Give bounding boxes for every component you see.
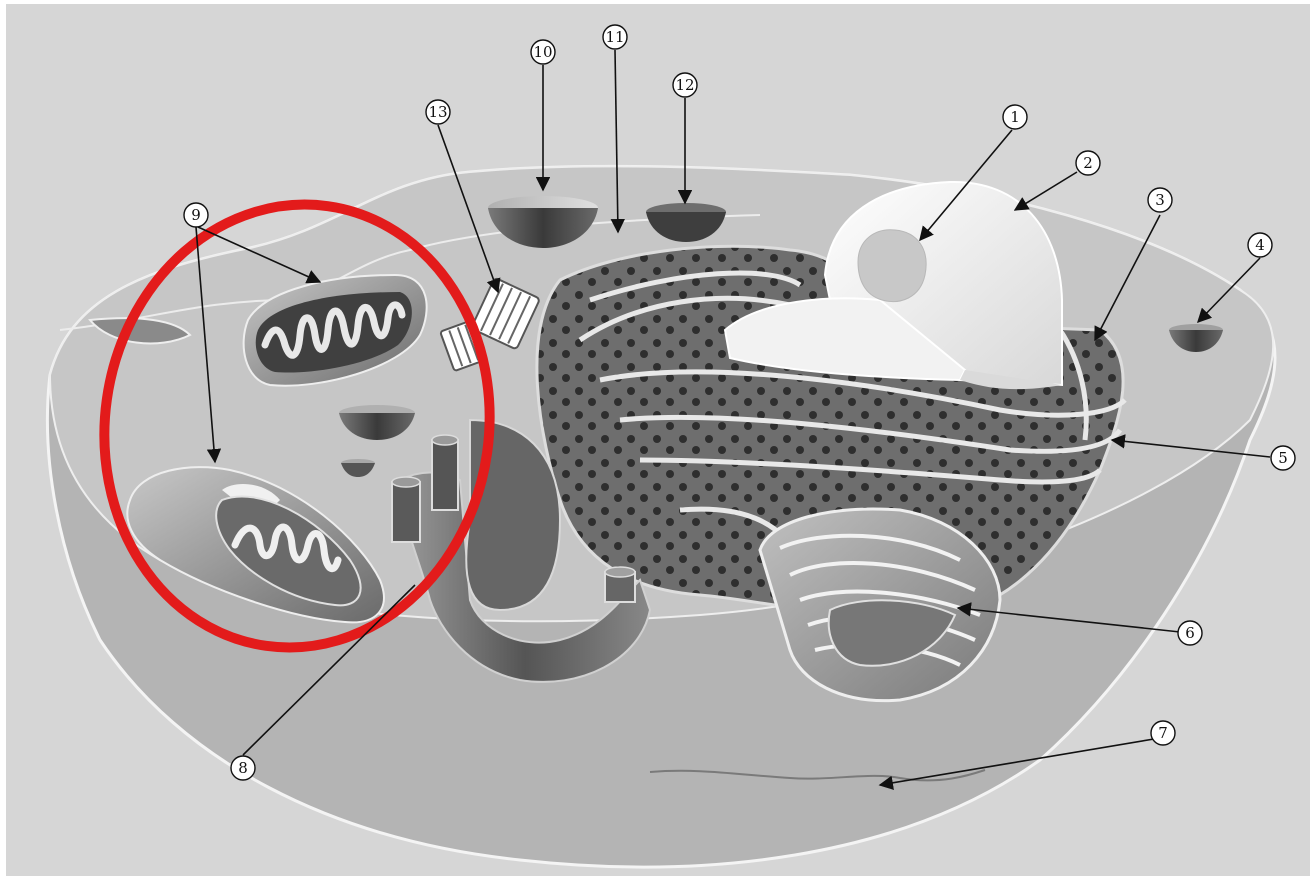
callout-5: 5	[1271, 446, 1295, 470]
callout-number: 10	[533, 43, 552, 61]
callout-number: 12	[675, 76, 694, 94]
callout-9: 9	[184, 203, 208, 227]
callout-3: 3	[1148, 188, 1172, 212]
callout-number: 4	[1255, 236, 1265, 254]
callout-number: 5	[1278, 449, 1288, 467]
callout-11: 11	[603, 25, 627, 49]
callout-13: 13	[426, 100, 450, 124]
callout-8: 8	[231, 756, 255, 780]
callout-number: 1	[1010, 108, 1020, 126]
callout-number: 8	[238, 759, 248, 777]
callout-6: 6	[1178, 621, 1202, 645]
callout-number: 9	[191, 206, 201, 224]
callout-number: 2	[1083, 154, 1093, 172]
callout-10: 10	[531, 40, 555, 64]
callout-number: 13	[428, 103, 447, 121]
callout-number: 6	[1185, 624, 1195, 642]
callout-12: 12	[673, 73, 697, 97]
nucleolus	[858, 230, 926, 302]
callout-7: 7	[1151, 721, 1175, 745]
callout-number: 3	[1155, 191, 1165, 209]
callout-1: 1	[1003, 105, 1027, 129]
callout-4: 4	[1248, 233, 1272, 257]
callout-2: 2	[1076, 151, 1100, 175]
callout-number: 11	[605, 28, 624, 46]
callout-number: 7	[1158, 724, 1168, 742]
